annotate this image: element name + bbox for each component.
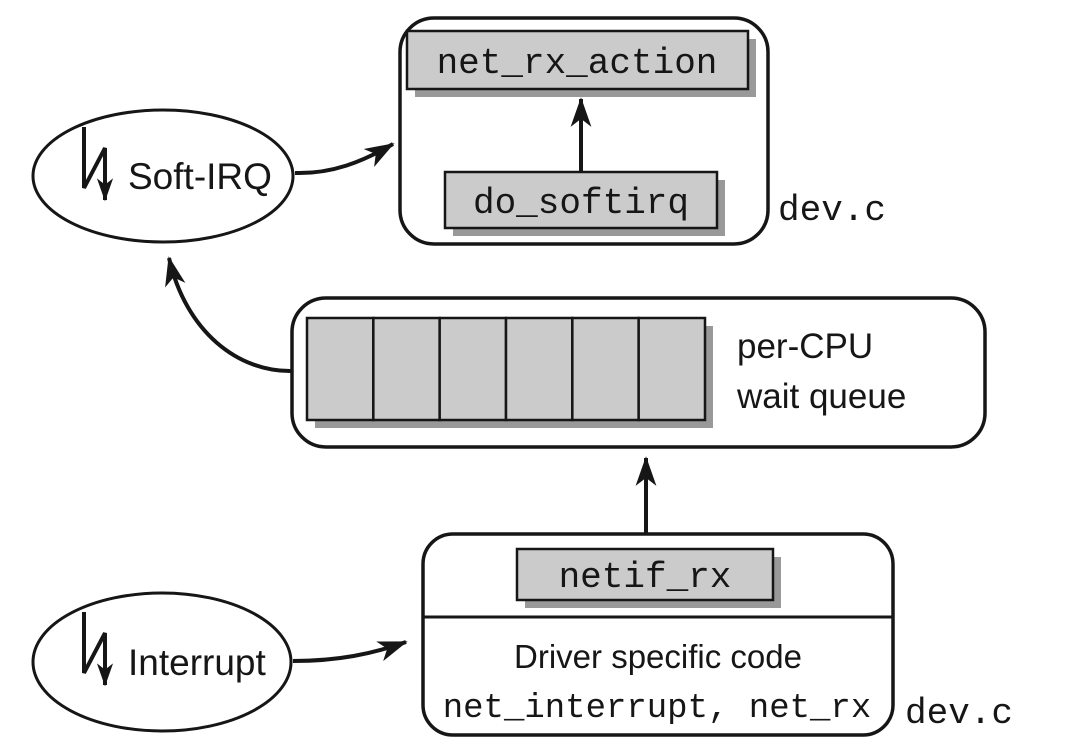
wait-queue-cell xyxy=(438,316,508,422)
do-softirq-label: do_softirq xyxy=(473,183,689,224)
soft-irq-node: Soft-IRQ xyxy=(31,108,295,244)
netif-rx-box xyxy=(515,547,775,602)
interrupt-label: Interrupt xyxy=(128,642,267,683)
wait-queue-cell xyxy=(305,316,375,422)
interrupt-node: Interrupt xyxy=(31,591,293,733)
driver-specific-code-label: Driver specific code xyxy=(514,638,802,675)
do-softirq-box xyxy=(443,170,719,230)
net-rx-action-label: net_rx_action xyxy=(437,43,718,84)
soft-irq-ellipse xyxy=(31,108,295,244)
dev-c-label-top: dev.c xyxy=(778,190,886,231)
lightning-bolt-icon xyxy=(82,127,114,202)
arrow-wait-queue-to-soft-irq xyxy=(165,256,293,374)
wait-queue-cell xyxy=(571,316,640,422)
interrupt-ellipse xyxy=(31,591,293,733)
net-rx-action-box xyxy=(405,29,750,91)
driver-functions-label: net_interrupt, net_rx xyxy=(443,690,871,728)
wait-queue-container: per-CPU wait queue xyxy=(290,296,987,449)
wait-queue-cells xyxy=(305,316,707,422)
wait-queue-cell xyxy=(637,316,707,422)
arrow-interrupt-to-driver xyxy=(292,640,408,663)
soft-irq-label: Soft-IRQ xyxy=(128,156,272,197)
softirq-container: net_rx_action do_softirq dev.c xyxy=(398,16,886,246)
lightning-bolt-icon xyxy=(82,612,114,687)
netif-rx-label: netif_rx xyxy=(559,557,732,598)
wait-queue-cell xyxy=(504,316,574,422)
wait-queue-label-line1: per-CPU xyxy=(737,327,873,366)
arrow-soft-irq-to-softirq-container xyxy=(294,142,395,176)
driver-container: netif_rx Driver specific code net_interr… xyxy=(421,532,1013,737)
wait-queue-label-line2: wait queue xyxy=(736,377,906,416)
dev-c-label-bottom: dev.c xyxy=(905,693,1013,734)
wait-queue-cell xyxy=(372,316,441,422)
